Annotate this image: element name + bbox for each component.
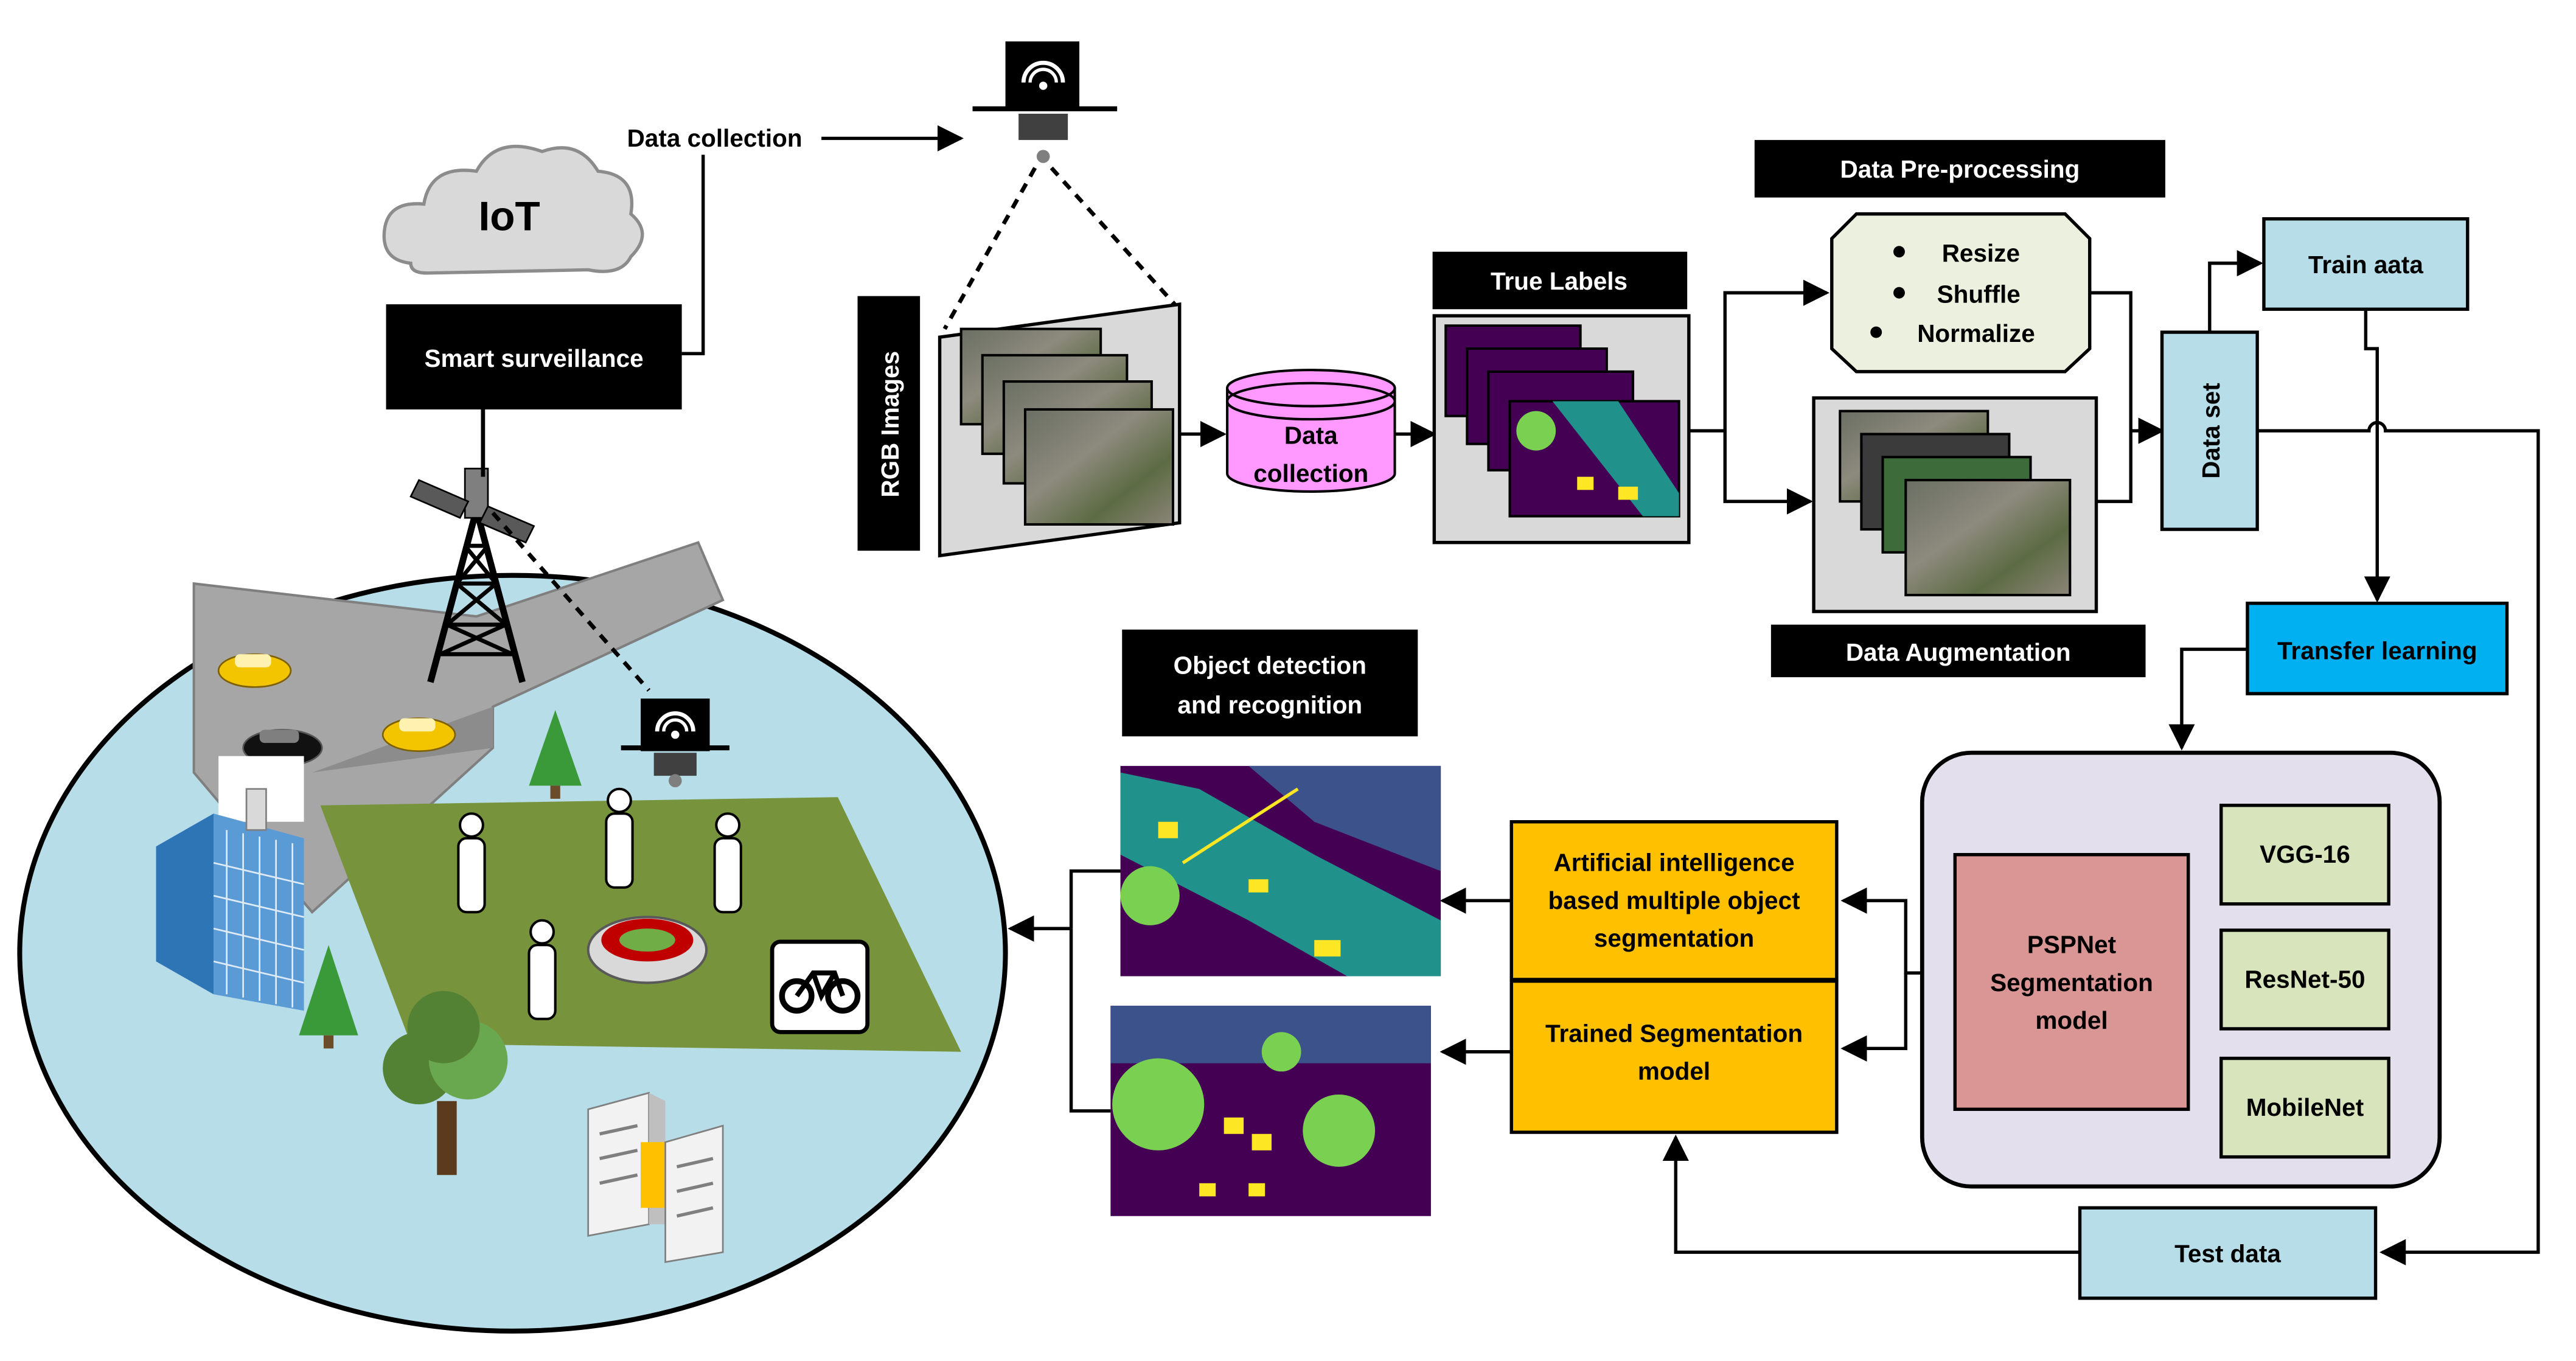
rgb-image-stack xyxy=(938,302,1182,558)
backbone-mobilenet-box xyxy=(2219,1056,2390,1159)
preprocessing-item-normalize: Normalize xyxy=(1917,319,2035,347)
augmentation-stack xyxy=(1812,396,2098,613)
person-icon xyxy=(527,919,557,1020)
ai-segmentation-label-1: Artificial intelligence xyxy=(1554,849,1795,877)
object-detection-label-1: Object detection xyxy=(1174,652,1366,680)
car-icon xyxy=(217,653,292,688)
data-preprocessing-label: Data Pre-processing xyxy=(1840,155,2080,183)
drone-icon xyxy=(621,698,729,788)
transfer-learning-box[interactable] xyxy=(2246,601,2509,695)
building-icon xyxy=(156,756,304,1011)
smart-surveillance-label: Smart surveillance xyxy=(424,344,643,372)
trained-model-label-1: Trained Segmentation xyxy=(1545,1020,1803,1048)
cloud-icon: IoT xyxy=(382,144,644,275)
ai-segmentation-box xyxy=(1509,820,1839,981)
backbone-vgg16-label: VGG-16 xyxy=(2260,840,2350,868)
person-icon xyxy=(605,787,634,889)
ai-segmentation-label-3: segmentation xyxy=(1594,924,1754,952)
data-collection-db-label-1: Data xyxy=(1284,422,1338,450)
backbone-resnet50-box xyxy=(2219,928,2390,1031)
preprocessing-item-resize: Resize xyxy=(1942,239,2020,267)
ai-segmentation-label-2: based multiple object xyxy=(1548,886,1800,914)
data-augmentation-label: Data Augmentation xyxy=(1846,638,2071,666)
backbone-vgg16-box xyxy=(2219,804,2390,906)
city-scene xyxy=(17,541,1008,1334)
iot-label: IoT xyxy=(478,194,540,240)
train-data-box xyxy=(2262,217,2470,311)
rgb-images-box xyxy=(857,296,921,551)
pspnet-label-3: model xyxy=(2035,1006,2108,1034)
train-data-label: Train aata xyxy=(2308,251,2424,279)
tree-icon xyxy=(299,945,358,1049)
car-icon xyxy=(381,717,456,752)
satellite-tower-icon xyxy=(409,467,535,683)
person-icon xyxy=(457,812,486,914)
tree-icon xyxy=(529,710,582,799)
tree-icon xyxy=(383,990,508,1175)
data-collection-database: Data collection xyxy=(1226,369,1396,493)
pspnet-label-2: Segmentation xyxy=(1990,969,2153,997)
data-preprocessing-box xyxy=(1754,140,2165,198)
data-collection-top-label: Data collection xyxy=(627,124,802,152)
data-augmentation-box xyxy=(1770,624,2146,678)
preprocessing-item-shuffle: Shuffle xyxy=(1937,280,2021,308)
true-labels-label: True Labels xyxy=(1491,267,1627,295)
backbone-resnet50-label: ResNet-50 xyxy=(2244,965,2365,993)
smart-surveillance-box xyxy=(386,304,682,409)
transfer-learning-label: Transfer learning xyxy=(2277,636,2477,664)
data-set-label: Data set xyxy=(2197,383,2225,479)
pspnet-label-1: PSPNet xyxy=(2027,931,2116,959)
object-detection-label-2: and recognition xyxy=(1177,691,1362,719)
person-icon xyxy=(713,812,742,914)
data-collection-db-label-2: collection xyxy=(1253,459,1368,487)
segmentation-result-2 xyxy=(1110,1006,1431,1216)
test-data-box xyxy=(2078,1206,2378,1300)
rgb-images-label: RGB Images xyxy=(876,351,904,498)
object-detection-box xyxy=(1122,629,1418,737)
pspnet-box xyxy=(1953,853,2190,1111)
true-labels-stack xyxy=(1432,314,1691,545)
server-icon xyxy=(587,1091,724,1263)
segmentation-result-1 xyxy=(1120,765,1441,976)
drone-icon xyxy=(972,41,1118,163)
stadium-icon xyxy=(587,916,708,984)
trained-model-label-2: model xyxy=(1638,1057,1710,1085)
true-labels-box xyxy=(1432,251,1688,310)
test-data-label: Test data xyxy=(2174,1239,2281,1267)
bicycle-icon xyxy=(770,939,870,1034)
trained-model-box xyxy=(1509,979,1839,1134)
backbone-mobilenet-label: MobileNet xyxy=(2246,1093,2364,1121)
